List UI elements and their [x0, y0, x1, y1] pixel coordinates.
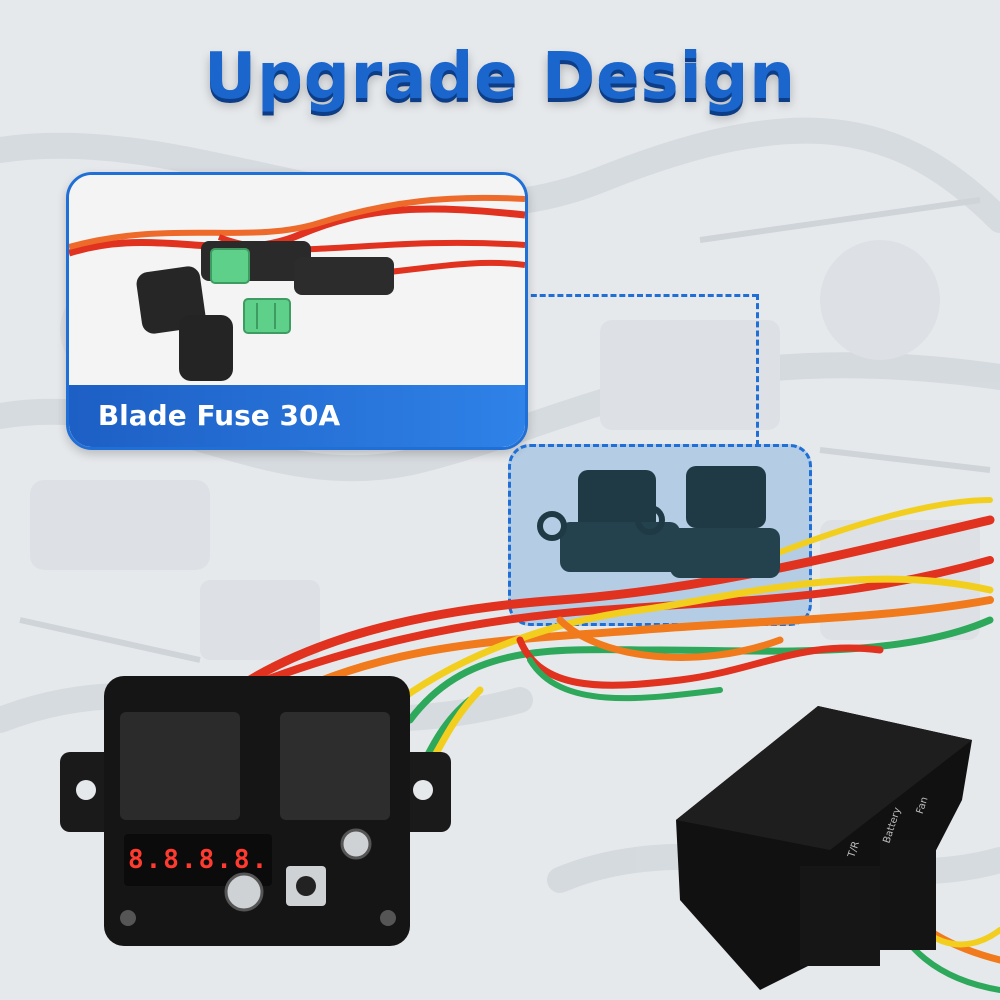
- inline-fuse-holders: [537, 466, 780, 578]
- blade-fuse-icon: [210, 248, 250, 284]
- relay-right: [280, 712, 390, 820]
- fuse-callout: Blade Fuse 30A: [66, 172, 528, 450]
- callout-connector-vertical: [756, 294, 759, 446]
- page-title: Upgrade Design: [204, 40, 796, 114]
- fuse-rating-label: Blade Fuse 30A: [97, 399, 341, 432]
- wiring-harness: [215, 497, 1000, 993]
- callout-label-bar: Blade Fuse 30A: [69, 385, 525, 447]
- relay-left: [120, 712, 240, 820]
- callout-connector-horizontal: [522, 294, 758, 297]
- led-display: [124, 834, 272, 886]
- connector-box: [676, 706, 972, 990]
- controller-module: [60, 676, 451, 946]
- led-readout: 8.8.8.8.: [128, 845, 270, 875]
